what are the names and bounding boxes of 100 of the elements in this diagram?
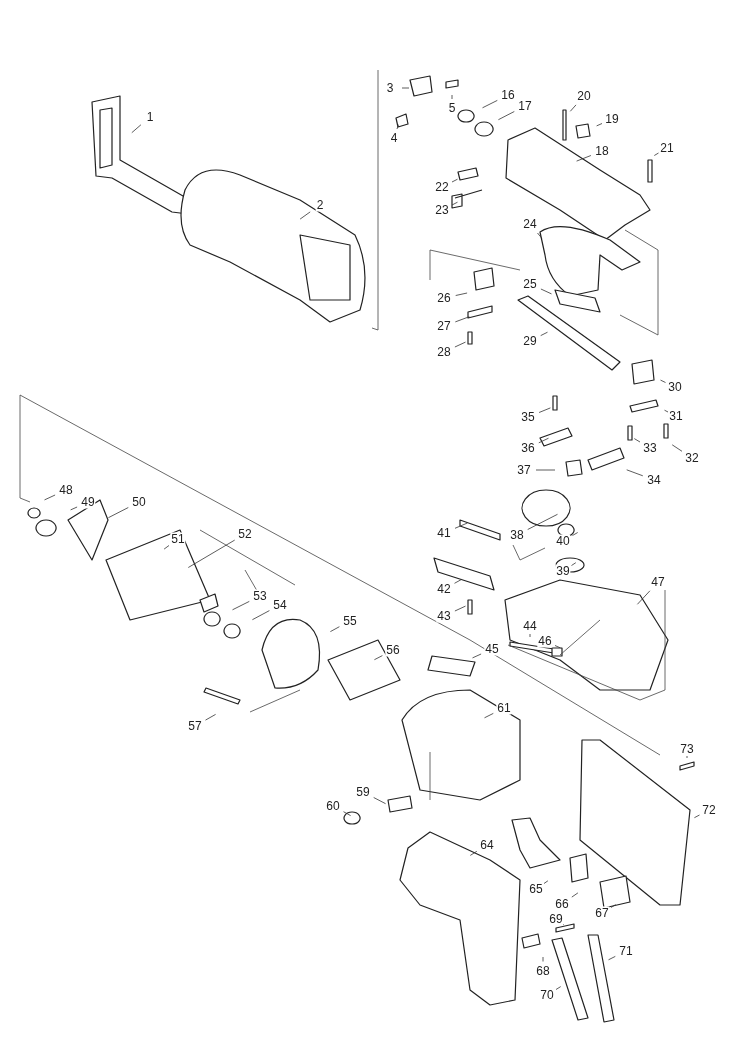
callout-number: 4 bbox=[389, 131, 399, 145]
leader-line bbox=[554, 645, 561, 649]
leader-line bbox=[454, 316, 470, 323]
callout-number: 59 bbox=[355, 785, 371, 799]
callout-number: 45 bbox=[484, 642, 500, 656]
leader-line bbox=[232, 601, 250, 611]
callout-number: 39 bbox=[555, 564, 571, 578]
callout-number: 22 bbox=[434, 180, 450, 194]
callout-number: 67 bbox=[594, 906, 610, 920]
callout-number: 5 bbox=[447, 101, 457, 115]
callout-number: 69 bbox=[548, 912, 564, 926]
leader-line bbox=[569, 104, 577, 112]
leader-line bbox=[401, 87, 410, 89]
callout-number: 32 bbox=[684, 451, 700, 465]
callout-number: 27 bbox=[436, 319, 452, 333]
callout-number: 70 bbox=[539, 988, 555, 1002]
callout-number: 68 bbox=[535, 964, 551, 978]
leader-line bbox=[537, 232, 543, 239]
leader-line bbox=[686, 755, 688, 759]
callout-number: 57 bbox=[187, 719, 203, 733]
callout-number: 50 bbox=[131, 495, 147, 509]
leader-line bbox=[454, 522, 468, 529]
callout-number: 49 bbox=[80, 495, 96, 509]
callout-number: 52 bbox=[237, 527, 253, 541]
leader-line bbox=[454, 579, 462, 584]
leader-line bbox=[187, 539, 236, 568]
callout-number: 44 bbox=[522, 619, 538, 633]
callout-number: 42 bbox=[436, 582, 452, 596]
callout-number: 64 bbox=[479, 838, 495, 852]
leader-line bbox=[529, 633, 531, 638]
callout-number: 48 bbox=[58, 483, 74, 497]
leader-line bbox=[163, 545, 170, 550]
callout-number: 21 bbox=[659, 141, 675, 155]
leader-line bbox=[527, 513, 558, 530]
leader-line bbox=[660, 379, 666, 383]
callout-number: 19 bbox=[604, 112, 620, 126]
leader-line bbox=[543, 880, 549, 884]
leader-line bbox=[108, 507, 129, 519]
leader-line bbox=[637, 590, 651, 605]
leader-line bbox=[252, 610, 270, 621]
callout-number: 3 bbox=[385, 81, 395, 95]
leader-line bbox=[469, 850, 478, 856]
callout-number: 2 bbox=[315, 198, 325, 212]
callout-number: 30 bbox=[667, 380, 683, 394]
callout-number: 47 bbox=[650, 575, 666, 589]
callout-number: 41 bbox=[436, 526, 452, 540]
leader-line bbox=[205, 714, 216, 721]
callout-number: 35 bbox=[520, 410, 536, 424]
callout-number: 31 bbox=[668, 409, 684, 423]
leader-line bbox=[626, 469, 644, 477]
leader-line bbox=[653, 152, 659, 156]
leader-line bbox=[664, 409, 669, 413]
leader-line bbox=[671, 444, 683, 452]
leader-line bbox=[596, 123, 603, 127]
leader-line bbox=[608, 956, 616, 961]
callout-number: 16 bbox=[500, 88, 516, 102]
leader-line bbox=[540, 288, 552, 295]
callout-number: 55 bbox=[342, 614, 358, 628]
callout-number: 60 bbox=[325, 799, 341, 813]
leader-line bbox=[484, 713, 494, 719]
leader-line bbox=[694, 814, 700, 819]
leader-line bbox=[454, 341, 466, 348]
callout-number: 24 bbox=[522, 217, 538, 231]
leader-line bbox=[343, 811, 351, 816]
leader-line bbox=[299, 211, 311, 220]
leader-line bbox=[540, 331, 548, 336]
leader-line bbox=[633, 438, 641, 443]
leader-line bbox=[396, 124, 399, 130]
leader-line bbox=[572, 532, 579, 536]
callout-number: 26 bbox=[436, 291, 452, 305]
callout-number: 56 bbox=[385, 643, 401, 657]
leader-line bbox=[555, 986, 562, 990]
leader-line bbox=[451, 94, 453, 100]
callout-number: 73 bbox=[679, 742, 695, 756]
callout-number: 38 bbox=[509, 528, 525, 542]
leader-line bbox=[576, 155, 592, 162]
callout-number: 33 bbox=[642, 441, 658, 455]
callout-number: 65 bbox=[528, 882, 544, 896]
leader-line bbox=[472, 653, 482, 659]
callout-number: 37 bbox=[516, 463, 532, 477]
callout-number: 1 bbox=[145, 110, 155, 124]
callout-number: 66 bbox=[554, 897, 570, 911]
callout-number: 54 bbox=[272, 598, 288, 612]
leader-line bbox=[571, 562, 577, 566]
callout-number: 36 bbox=[520, 441, 536, 455]
leader-line bbox=[451, 178, 458, 183]
leader-line bbox=[538, 437, 549, 444]
leader-line bbox=[451, 201, 458, 206]
callout-number: 34 bbox=[646, 473, 662, 487]
leader-line bbox=[610, 904, 617, 908]
callout-number: 51 bbox=[170, 532, 186, 546]
leader-line bbox=[542, 956, 544, 962]
callout-number: 71 bbox=[618, 944, 634, 958]
callout-number: 25 bbox=[522, 277, 538, 291]
leader-line bbox=[70, 506, 78, 511]
callout-number: 43 bbox=[436, 609, 452, 623]
leader-line bbox=[498, 111, 515, 121]
callout-number: 20 bbox=[576, 89, 592, 103]
leader-line bbox=[571, 892, 579, 898]
callout-number: 40 bbox=[555, 534, 571, 548]
